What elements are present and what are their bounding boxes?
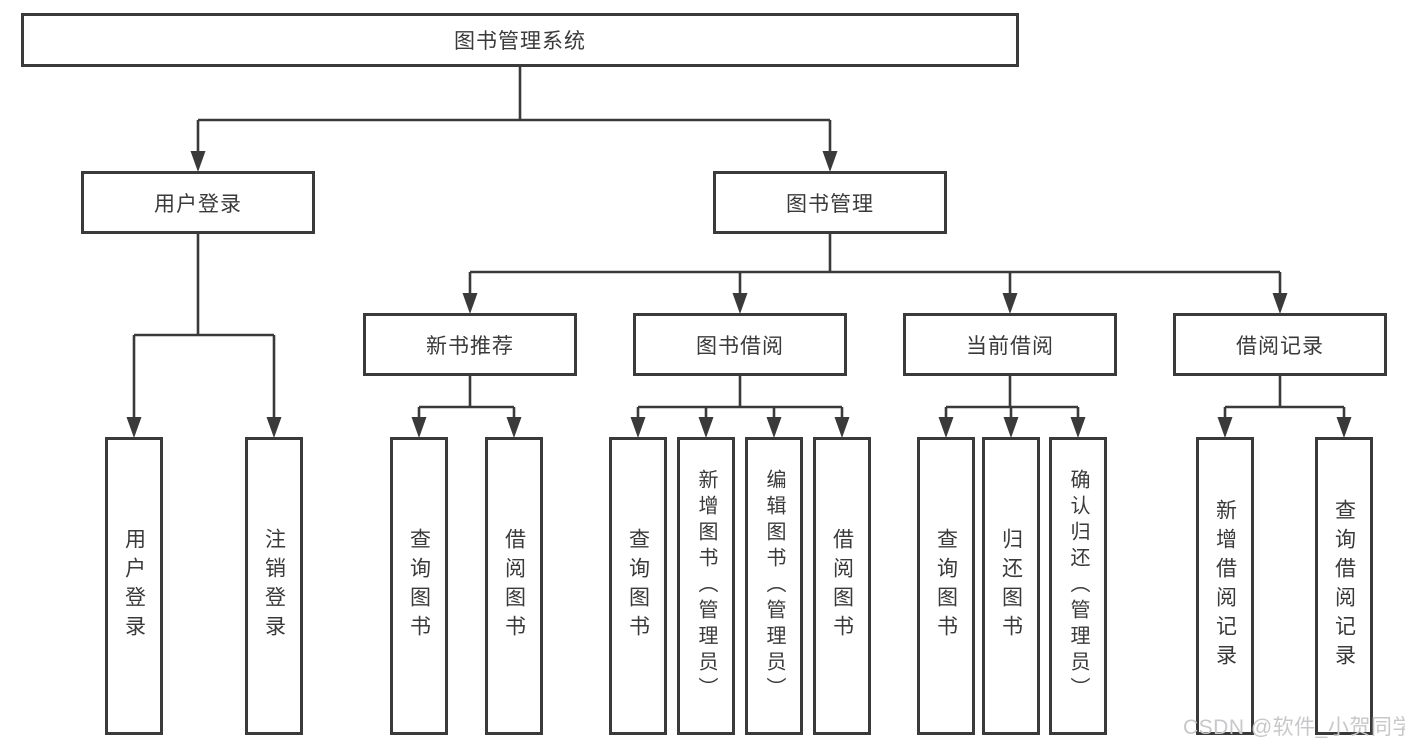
node-new-book-recommend: 新书推荐 [363,313,577,376]
node-label: 图书管理 [786,192,874,216]
leaf-query-books-current: 查询图书 [917,437,975,735]
leaf-confirm-return-admin: 确认归还（管理员） [1049,437,1107,735]
node-label: 图书管理系统 [454,30,586,53]
leaf-borrow-books: 借阅图书 [813,437,871,735]
node-borrow-records: 借阅记录 [1173,313,1387,376]
leaf-query-books-borrow: 查询图书 [609,437,667,735]
leaf-edit-books-admin: 编辑图书（管理员） [745,437,803,735]
leaf-label: 确认归还（管理员） [1067,469,1089,703]
leaf-label: 编辑图书（管理员） [763,469,785,703]
leaf-label: 查询图书 [626,528,650,644]
leaf-label: 查询借阅记录 [1332,499,1356,673]
leaf-label: 注销登录 [262,528,286,644]
leaf-label: 查询图书 [934,528,958,644]
node-label: 借阅记录 [1236,334,1324,358]
leaf-borrow-books-recommend: 借阅图书 [485,437,543,735]
leaf-label: 归还图书 [999,528,1023,644]
leaf-label: 用户登录 [122,528,146,644]
leaf-label: 借阅图书 [502,528,526,644]
leaf-label: 查询图书 [407,528,431,644]
leaf-label: 新增图书（管理员） [695,469,717,703]
node-book-management-system: 图书管理系统 [21,13,1019,67]
leaf-add-borrow-record: 新增借阅记录 [1196,437,1254,735]
leaf-return-books: 归还图书 [982,437,1040,735]
node-label: 当前借阅 [966,334,1054,358]
leaf-query-books-recommend: 查询图书 [390,437,448,735]
node-label: 新书推荐 [426,334,514,358]
leaf-logout: 注销登录 [245,437,303,735]
node-current-borrow: 当前借阅 [903,313,1117,376]
leaf-label: 新增借阅记录 [1213,499,1237,673]
node-label: 用户登录 [154,192,242,216]
leaf-label: 借阅图书 [830,528,854,644]
leaf-add-books-admin: 新增图书（管理员） [677,437,735,735]
node-book-borrow: 图书借阅 [633,313,847,376]
watermark: CSDN @软件_小贺同学 [1183,716,1405,739]
leaf-query-borrow-record: 查询借阅记录 [1315,437,1373,735]
node-user-login: 用户登录 [81,171,315,234]
node-label: 图书借阅 [696,334,784,358]
leaf-user-login: 用户登录 [105,437,163,735]
node-book-management: 图书管理 [713,171,947,234]
